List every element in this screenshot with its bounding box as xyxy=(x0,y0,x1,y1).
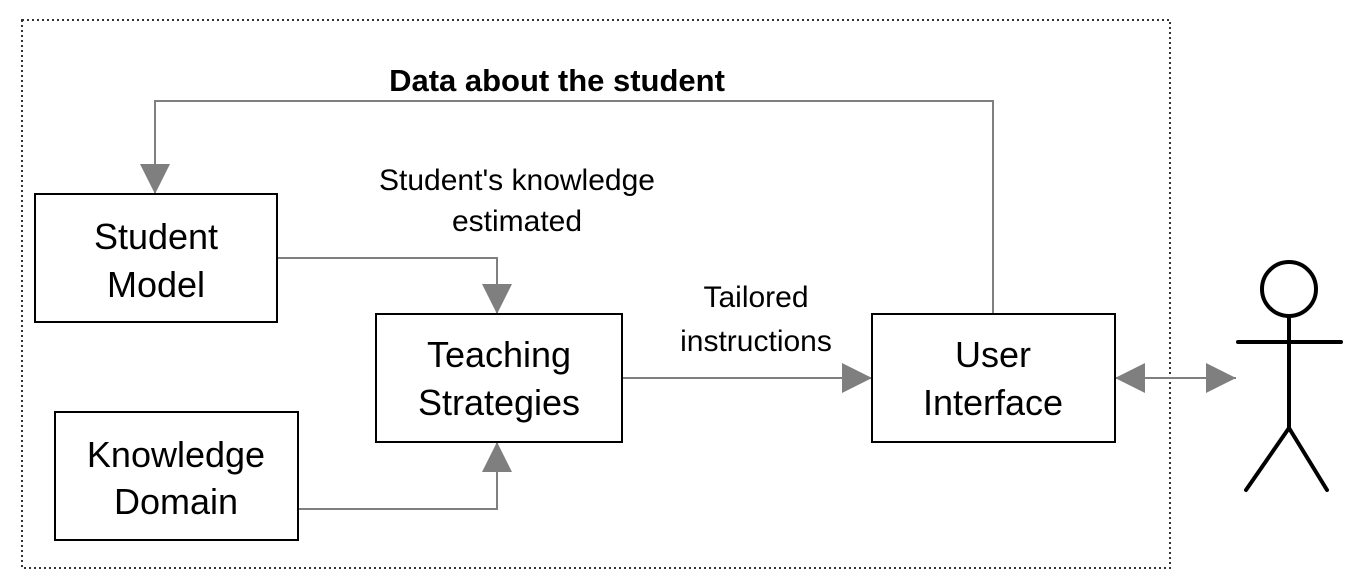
actor-left-leg xyxy=(1244,426,1291,492)
knowledge-domain-label-line2: Domain xyxy=(114,481,238,522)
knowledge-domain-box: Knowledge Domain xyxy=(54,411,299,541)
teaching-strategies-box: Teaching Strategies xyxy=(375,313,623,443)
knowledge-domain-label-line1: Knowledge xyxy=(87,434,265,475)
student-model-label-line2: Model xyxy=(107,264,205,305)
student-model-label-line1: Student xyxy=(94,216,218,257)
tailored-instructions-label-line2: instructions xyxy=(680,325,832,358)
diagram-title: Data about the student xyxy=(389,63,725,98)
user-interface-box: User Interface xyxy=(871,313,1116,443)
system-boundary-frame xyxy=(21,19,1171,569)
actor-head xyxy=(1260,260,1318,318)
knowledge-estimated-label-line2: estimated xyxy=(452,205,582,238)
student-model-box: Student Model xyxy=(34,193,278,323)
user-interface-label-line1: User xyxy=(955,334,1031,375)
knowledge-estimated-label-line1: Student's knowledge xyxy=(379,164,655,197)
teaching-strategies-label-line2: Strategies xyxy=(418,382,580,423)
tailored-instructions-label-line1: Tailored xyxy=(703,281,808,314)
arrow-student-model-to-teaching xyxy=(277,257,512,314)
arrow-knowledge-to-teaching xyxy=(298,442,512,510)
teaching-strategies-label-line1: Teaching xyxy=(427,334,571,375)
actor-right-leg xyxy=(1287,426,1329,492)
student-actor-icon xyxy=(1236,260,1343,492)
arrow-interface-to-student-model xyxy=(140,100,994,314)
user-interface-label-line2: Interface xyxy=(923,382,1063,423)
